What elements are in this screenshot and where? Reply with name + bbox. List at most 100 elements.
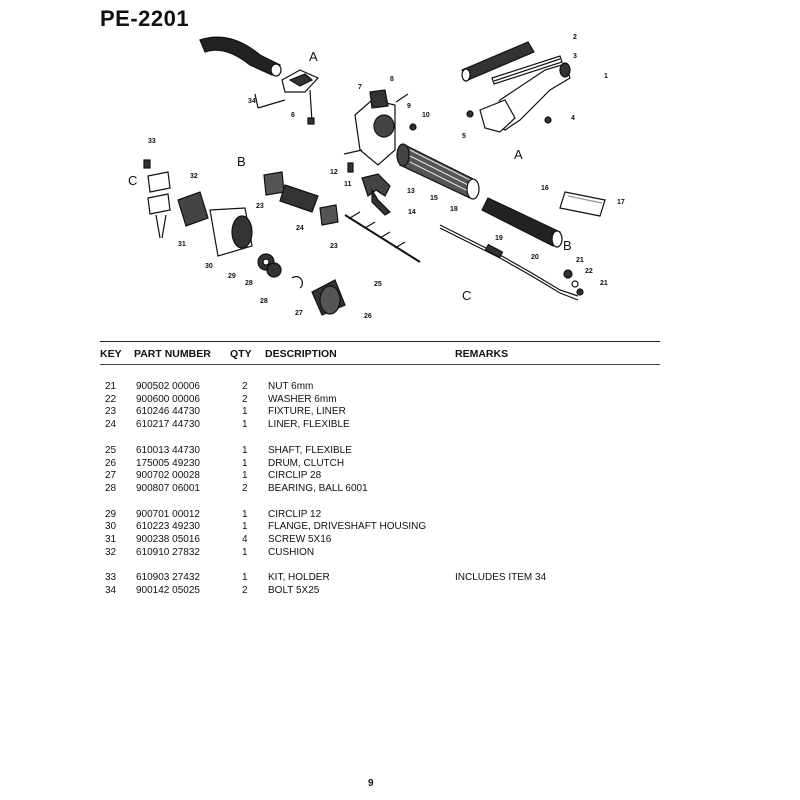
cell-key: 26: [105, 457, 117, 469]
throttle-cable: [439, 224, 584, 301]
callout-label: 4: [571, 115, 575, 122]
cell-desc: LINER, FLEXIBLE: [268, 419, 350, 431]
cell-part: 610013 44730: [136, 444, 200, 456]
cell-key: 23: [105, 406, 117, 418]
cell-part: 610223 49230: [136, 521, 200, 533]
handle-bracket-right: [466, 62, 571, 133]
cell-desc: CIRCLIP 12: [268, 508, 322, 520]
reference-letter: B: [237, 154, 246, 169]
cell-key: 30: [105, 521, 117, 533]
driveshaft-housing: [177, 191, 346, 316]
upper-grip-tubes: [461, 41, 563, 85]
flexible-shaft: [344, 211, 421, 263]
cell-part: 610903 27432: [136, 572, 200, 584]
callout-label: 15: [430, 195, 438, 202]
liner-fixtures: [263, 171, 339, 226]
callout-label: 8: [390, 76, 394, 83]
cell-desc: DRUM, CLUTCH: [268, 457, 345, 469]
cell-desc: WASHER 6mm: [268, 393, 337, 405]
callout-label: 18: [450, 206, 458, 213]
callout-label: 22: [585, 268, 593, 275]
exploded-parts-diagram: 2 3 1 4 5 6 7 8 9 10 11 12 13 14 15 16 1…: [128, 34, 625, 320]
callout-label: 9: [407, 103, 411, 110]
cell-key: 29: [105, 508, 117, 520]
reference-letter: A: [309, 49, 318, 64]
handle-label-sticker: [559, 191, 606, 217]
cell-qty: 1: [242, 444, 248, 456]
callout-label: 6: [291, 112, 295, 119]
cell-part: 900142 05025: [136, 585, 200, 597]
header-qty: QTY: [230, 348, 252, 360]
header-key: KEY: [100, 348, 122, 360]
callout-label: 3: [573, 53, 577, 60]
cell-part: 610910 27832: [136, 546, 200, 558]
callout-label: 34: [248, 98, 256, 105]
cell-part: 610217 44730: [136, 419, 200, 431]
cell-key: 28: [105, 482, 117, 494]
cell-desc: FIXTURE, LINER: [268, 406, 346, 418]
cell-qty: 1: [242, 572, 248, 584]
cell-key: 25: [105, 444, 117, 456]
callout-label: 20: [531, 254, 539, 261]
callout-label: 13: [407, 188, 415, 195]
callout-label: 2: [573, 34, 577, 41]
callout-label: 31: [178, 241, 186, 248]
throttle-housing: [343, 89, 417, 216]
cell-qty: 1: [242, 406, 248, 418]
cell-qty: 2: [242, 482, 248, 494]
callout-label: 14: [408, 209, 416, 216]
cell-key: 31: [105, 534, 117, 545]
callout-label: 27: [295, 310, 303, 317]
callout-label: 11: [344, 181, 352, 188]
cell-part: 610246 44730: [136, 406, 200, 418]
parts-table-header: KEY PART NUMBER QTY DESCRIPTION REMARKS: [100, 341, 660, 365]
reference-letter: C: [128, 173, 137, 188]
cell-qty: 1: [242, 419, 248, 431]
callout-label: 21: [600, 280, 608, 287]
cell-key: 32: [105, 546, 117, 558]
cell-qty: 1: [242, 457, 248, 469]
callout-label: 10: [422, 112, 430, 119]
cell-desc: CUSHION: [268, 546, 315, 558]
callout-label: 25: [374, 281, 382, 288]
cell-qty: 1: [242, 546, 248, 558]
callout-label: 26: [364, 313, 372, 320]
handle-tube: [199, 36, 282, 77]
callout-label: 28: [260, 298, 268, 305]
page-number: 9: [368, 778, 374, 789]
callout-label: 19: [495, 235, 503, 242]
cell-desc: SCREW 5X16: [268, 534, 332, 545]
handle-bar: [481, 197, 563, 248]
cell-key: 34: [105, 585, 117, 597]
callout-label: 24: [296, 225, 304, 232]
callout-label: 21: [576, 257, 584, 264]
handle-clamp-left: [254, 69, 320, 125]
cell-desc: FLANGE, DRIVESHAFT HOUSING: [268, 521, 427, 533]
callout-label: 32: [190, 173, 198, 180]
cell-part: 900600 00006: [136, 393, 200, 405]
callout-label: 1: [604, 73, 608, 80]
cell-part: 900807 06001: [136, 482, 200, 494]
cell-desc: BOLT 5X25: [268, 585, 320, 597]
cell-part: 175005 49230: [136, 457, 200, 469]
header-description: DESCRIPTION: [265, 348, 337, 360]
cell-part: 900238 05016: [136, 534, 200, 545]
cell-qty: 2: [242, 393, 248, 405]
callout-label: 23: [330, 243, 338, 250]
cell-qty: 4: [242, 534, 248, 545]
cell-desc: NUT 6mm: [268, 381, 314, 392]
cell-part: 900502 00006: [136, 381, 200, 392]
reference-letter: A: [514, 147, 523, 162]
cell-desc: SHAFT, FLEXIBLE: [268, 444, 352, 456]
callout-label: 33: [148, 138, 156, 145]
header-part-number: PART NUMBER: [134, 348, 211, 360]
callout-label: 7: [358, 84, 362, 91]
callout-label: 29: [228, 273, 236, 280]
callout-label: 17: [617, 199, 625, 206]
reference-letter: B: [563, 238, 572, 253]
header-remarks: REMARKS: [455, 348, 509, 360]
cell-qty: 2: [242, 381, 248, 392]
callout-labels: 2 3 1 4 5 6 7 8 9 10 11 12 13 14 15 16 1…: [128, 34, 625, 320]
cell-key: 33: [105, 572, 117, 584]
cell-qty: 2: [242, 585, 248, 597]
